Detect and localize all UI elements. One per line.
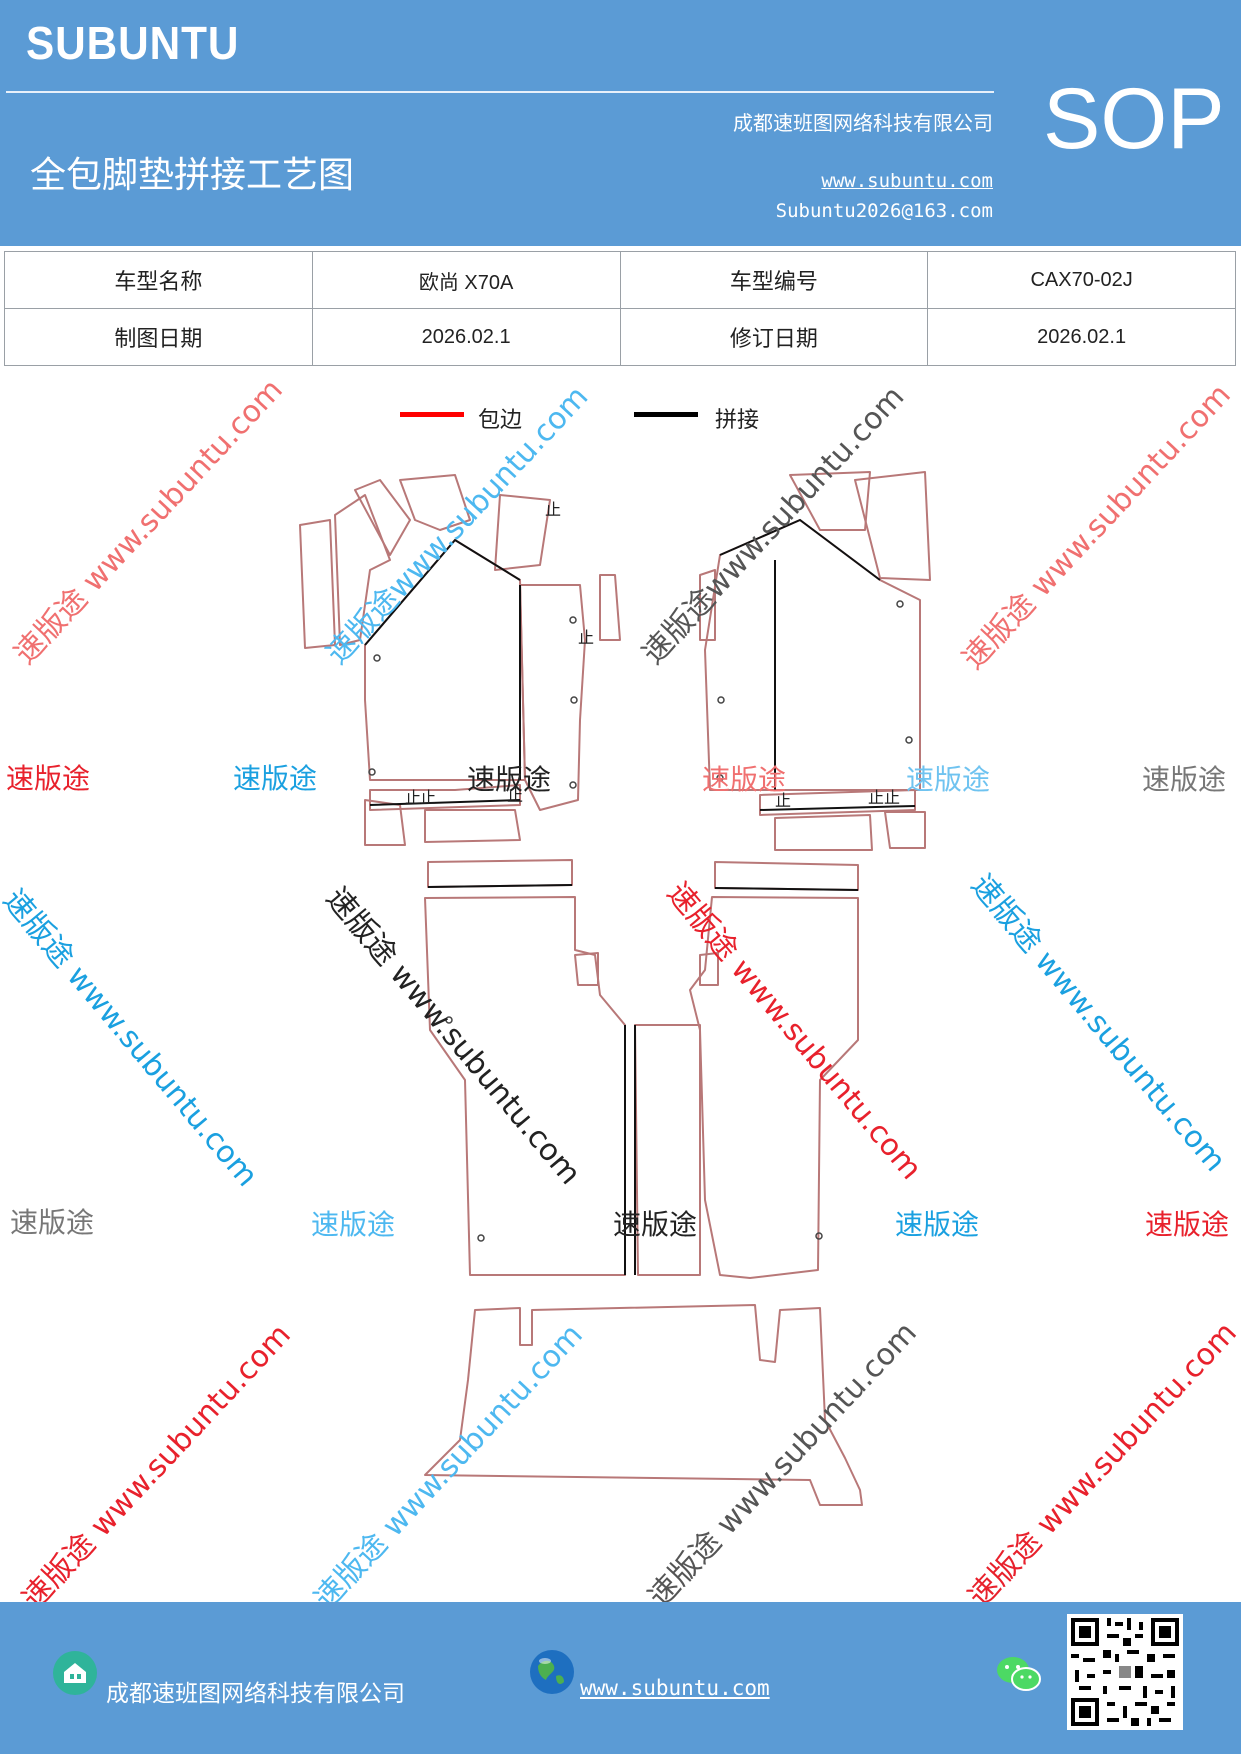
middle-right-mat xyxy=(634,861,859,1279)
legend-join-label: 拼接 xyxy=(715,408,760,433)
brand-logo: SUBUNTU xyxy=(26,17,240,69)
info-table: 车型名称 欧尚 X70A 车型编号 CAX70-02J 制图日期 2026.02… xyxy=(4,251,1236,366)
model-name-label: 车型名称 xyxy=(4,251,313,309)
revise-date-value: 2026.02.1 xyxy=(927,308,1236,366)
wechat-icon xyxy=(997,1657,1041,1691)
part-mark: 止 xyxy=(405,788,421,807)
part-mark: 止 xyxy=(884,788,900,807)
part-mark: 止 xyxy=(545,500,561,519)
join-lines xyxy=(364,518,916,1275)
part-marks: 止 止 止 止 止 止 止 止 xyxy=(405,500,900,810)
header-banner: SUBUNTU 全包脚垫拼接工艺图 成都速班图网络科技有限公司 www.subu… xyxy=(0,0,1241,246)
footer-banner: 成都速班图网络科技有限公司 www.subuntu.com xyxy=(0,1602,1241,1754)
part-mark: 止 xyxy=(578,628,594,647)
table-row: 制图日期 2026.02.1 修订日期 2026.02.1 xyxy=(4,308,1236,366)
revise-date-label: 修订日期 xyxy=(619,308,929,366)
doc-type-label: SOP xyxy=(1043,71,1225,167)
part-mark: 止 xyxy=(507,786,523,805)
part-mark: 止 xyxy=(420,788,436,807)
draw-date-label: 制图日期 xyxy=(4,308,313,366)
company-name: 成都速班图网络科技有限公司 xyxy=(733,111,993,135)
front-left-mat xyxy=(299,474,621,846)
model-name-value: 欧尚 X70A xyxy=(311,251,621,309)
model-code-label: 车型编号 xyxy=(619,251,929,309)
legend-join-line xyxy=(634,412,698,417)
model-code-value: CAX70-02J xyxy=(927,251,1236,309)
part-mark: 止 xyxy=(775,791,791,810)
globe-icon xyxy=(530,1650,574,1694)
middle-left-mat xyxy=(424,859,626,1276)
company-icon xyxy=(53,1651,97,1695)
header-divider xyxy=(6,91,994,93)
website-link[interactable]: www.subuntu.com xyxy=(821,170,993,192)
table-row: 车型名称 欧尚 X70A 车型编号 CAX70-02J xyxy=(4,251,1236,309)
legend-wrap-line xyxy=(400,412,464,417)
footer-company-name: 成都速班图网络科技有限公司 xyxy=(106,1681,405,1707)
qr-code xyxy=(1067,1614,1183,1730)
mat-pattern-drawing: 止 止 止 止 止 止 止 止 xyxy=(299,471,931,1506)
qr-code-pattern xyxy=(1067,1614,1183,1730)
part-mark: 止 xyxy=(868,788,884,807)
footer-website-link[interactable]: www.subuntu.com xyxy=(580,1676,770,1700)
legend-wrap-label: 包边 xyxy=(478,408,523,433)
hole-markers xyxy=(368,600,913,1242)
draw-date-value: 2026.02.1 xyxy=(311,308,621,366)
legend: 包边 拼接 xyxy=(400,400,800,433)
email-address[interactable]: Subuntu2026@163.com xyxy=(775,200,993,222)
document-title: 全包脚垫拼接工艺图 xyxy=(30,155,355,196)
rear-mat xyxy=(424,1304,863,1506)
